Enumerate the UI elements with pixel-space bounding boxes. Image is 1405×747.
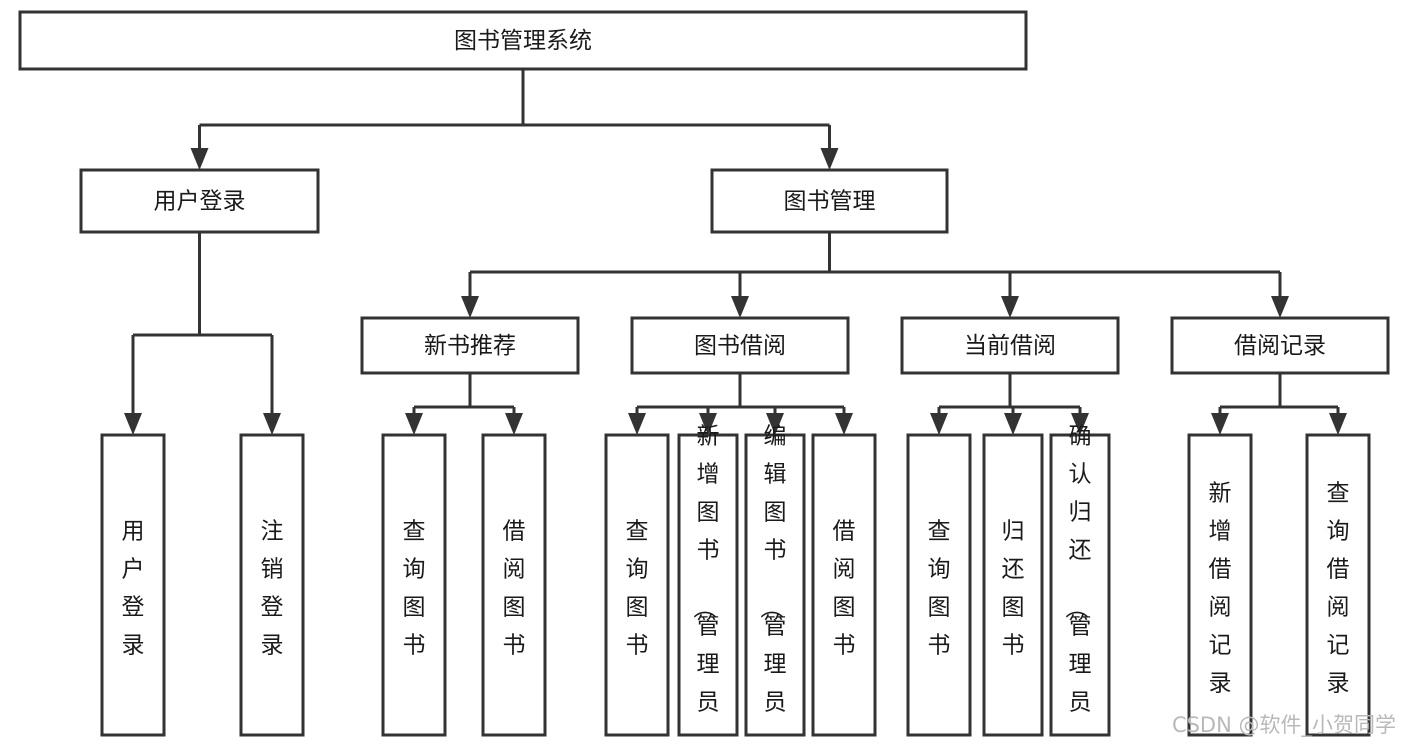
node-leaf-edit-book[interactable]: 编辑图书（管理员）	[744, 424, 806, 747]
node-label-borrow-record: 借阅记录	[1234, 333, 1326, 359]
node-root[interactable]: 图书管理系统	[18, 10, 1028, 71]
arrow-head-new-book-rec	[461, 296, 479, 318]
node-leaf-query-book-3[interactable]: 查询图书	[906, 433, 972, 737]
node-box-leaf-add-record[interactable]	[1187, 433, 1253, 737]
arrow-head-borrow-record	[1271, 296, 1289, 318]
node-leaf-logout[interactable]: 注销登录	[239, 433, 305, 737]
node-label-leaf-user-login: 用户登录	[122, 519, 145, 659]
arrow-head-book-borrow	[731, 296, 749, 318]
node-leaf-return-book[interactable]: 归还图书	[982, 433, 1044, 737]
arrow-head-leaf-borrow-book-1	[505, 413, 523, 435]
node-layer: 图书管理系统用户登录图书管理新书推荐图书借阅当前借阅借阅记录用户登录注销登录查询…	[18, 10, 1390, 747]
node-leaf-confirm-return[interactable]: 确认归还（管理员）	[1049, 424, 1111, 747]
arrow-head-leaf-confirm-return	[1071, 413, 1089, 435]
node-box-book-manage[interactable]	[710, 168, 949, 234]
node-box-leaf-user-login[interactable]	[100, 433, 166, 737]
node-box-leaf-borrow-book-1[interactable]	[481, 433, 547, 737]
node-current-borrow[interactable]: 当前借阅	[900, 316, 1120, 375]
node-box-leaf-logout[interactable]	[239, 433, 305, 737]
node-label-book-manage: 图书管理	[784, 189, 876, 215]
node-borrow-record[interactable]: 借阅记录	[1170, 316, 1390, 375]
arrow-head-leaf-return-book	[1004, 413, 1022, 435]
node-leaf-borrow-book-2[interactable]: 借阅图书	[811, 433, 877, 737]
node-label-leaf-return-book: 归还图书	[1002, 519, 1025, 659]
node-leaf-borrow-book-1[interactable]: 借阅图书	[481, 433, 547, 737]
node-leaf-query-book-2[interactable]: 查询图书	[604, 433, 670, 737]
arrow-head-leaf-query-record	[1329, 413, 1347, 435]
node-label-leaf-query-book-3: 查询图书	[928, 519, 951, 659]
node-label-current-borrow: 当前借阅	[964, 333, 1056, 359]
node-box-current-borrow[interactable]	[900, 316, 1120, 375]
node-book-manage[interactable]: 图书管理	[710, 168, 949, 234]
arrow-head-leaf-add-record	[1211, 413, 1229, 435]
node-label-leaf-borrow-book-1: 借阅图书	[503, 519, 526, 659]
node-box-leaf-query-book-1[interactable]	[381, 433, 447, 737]
node-box-leaf-query-book-2[interactable]	[604, 433, 670, 737]
node-box-new-book-rec[interactable]	[360, 316, 580, 375]
arrow-head-current-borrow	[1001, 296, 1019, 318]
node-leaf-user-login[interactable]: 用户登录	[100, 433, 166, 737]
node-box-leaf-confirm-return[interactable]	[1049, 433, 1111, 737]
csdn-watermark: CSDN @软件_小贺同学	[1172, 713, 1396, 738]
node-label-book-borrow: 图书借阅	[694, 333, 786, 359]
node-label-new-book-rec: 新书推荐	[424, 333, 516, 359]
node-label-leaf-query-book-2: 查询图书	[626, 519, 649, 659]
node-new-book-rec[interactable]: 新书推荐	[360, 316, 580, 375]
node-box-root[interactable]	[18, 10, 1028, 71]
node-leaf-query-book-1[interactable]: 查询图书	[381, 433, 447, 737]
arrow-head-leaf-add-book	[699, 413, 717, 435]
arrow-head-leaf-user-login	[124, 413, 142, 435]
arrow-head-leaf-query-book-2	[628, 413, 646, 435]
node-leaf-add-record[interactable]: 新增借阅记录	[1187, 433, 1253, 737]
node-book-borrow[interactable]: 图书借阅	[630, 316, 850, 375]
node-label-leaf-add-book: 新增图书（管理员）	[691, 424, 720, 747]
arrow-head-user-login	[190, 148, 209, 170]
node-box-book-borrow[interactable]	[630, 316, 850, 375]
node-label-root: 图书管理系统	[454, 28, 592, 54]
arrow-head-leaf-query-book-1	[405, 413, 423, 435]
node-box-user-login[interactable]	[79, 168, 320, 234]
node-box-borrow-record[interactable]	[1170, 316, 1390, 375]
node-label-leaf-add-record: 新增借阅记录	[1209, 481, 1232, 697]
node-label-leaf-logout: 注销登录	[261, 519, 284, 659]
arrow-head-book-manage	[820, 148, 839, 170]
arrow-head-leaf-query-book-3	[930, 413, 948, 435]
node-box-leaf-query-book-3[interactable]	[906, 433, 972, 737]
node-box-leaf-edit-book[interactable]	[744, 433, 806, 737]
node-label-user-login: 用户登录	[154, 189, 246, 215]
node-box-leaf-add-book[interactable]	[677, 433, 739, 737]
node-label-leaf-edit-book: 编辑图书（管理员）	[758, 424, 787, 747]
node-leaf-query-record[interactable]: 查询借阅记录	[1305, 433, 1371, 737]
node-user-login[interactable]: 用户登录	[79, 168, 320, 234]
arrow-head-leaf-borrow-book-2	[835, 413, 853, 435]
node-leaf-add-book[interactable]: 新增图书（管理员）	[677, 424, 739, 747]
arrow-head-leaf-logout	[263, 413, 281, 435]
node-label-leaf-confirm-return: 确认归还（管理员）	[1063, 424, 1092, 747]
node-box-leaf-query-record[interactable]	[1305, 433, 1371, 737]
arrow-head-leaf-edit-book	[766, 413, 784, 435]
node-label-leaf-query-record: 查询借阅记录	[1327, 481, 1350, 697]
node-box-leaf-borrow-book-2[interactable]	[811, 433, 877, 737]
node-label-leaf-query-book-1: 查询图书	[403, 519, 426, 659]
node-label-leaf-borrow-book-2: 借阅图书	[833, 519, 856, 659]
connector-layer	[124, 69, 1347, 435]
node-box-leaf-return-book[interactable]	[982, 433, 1044, 737]
